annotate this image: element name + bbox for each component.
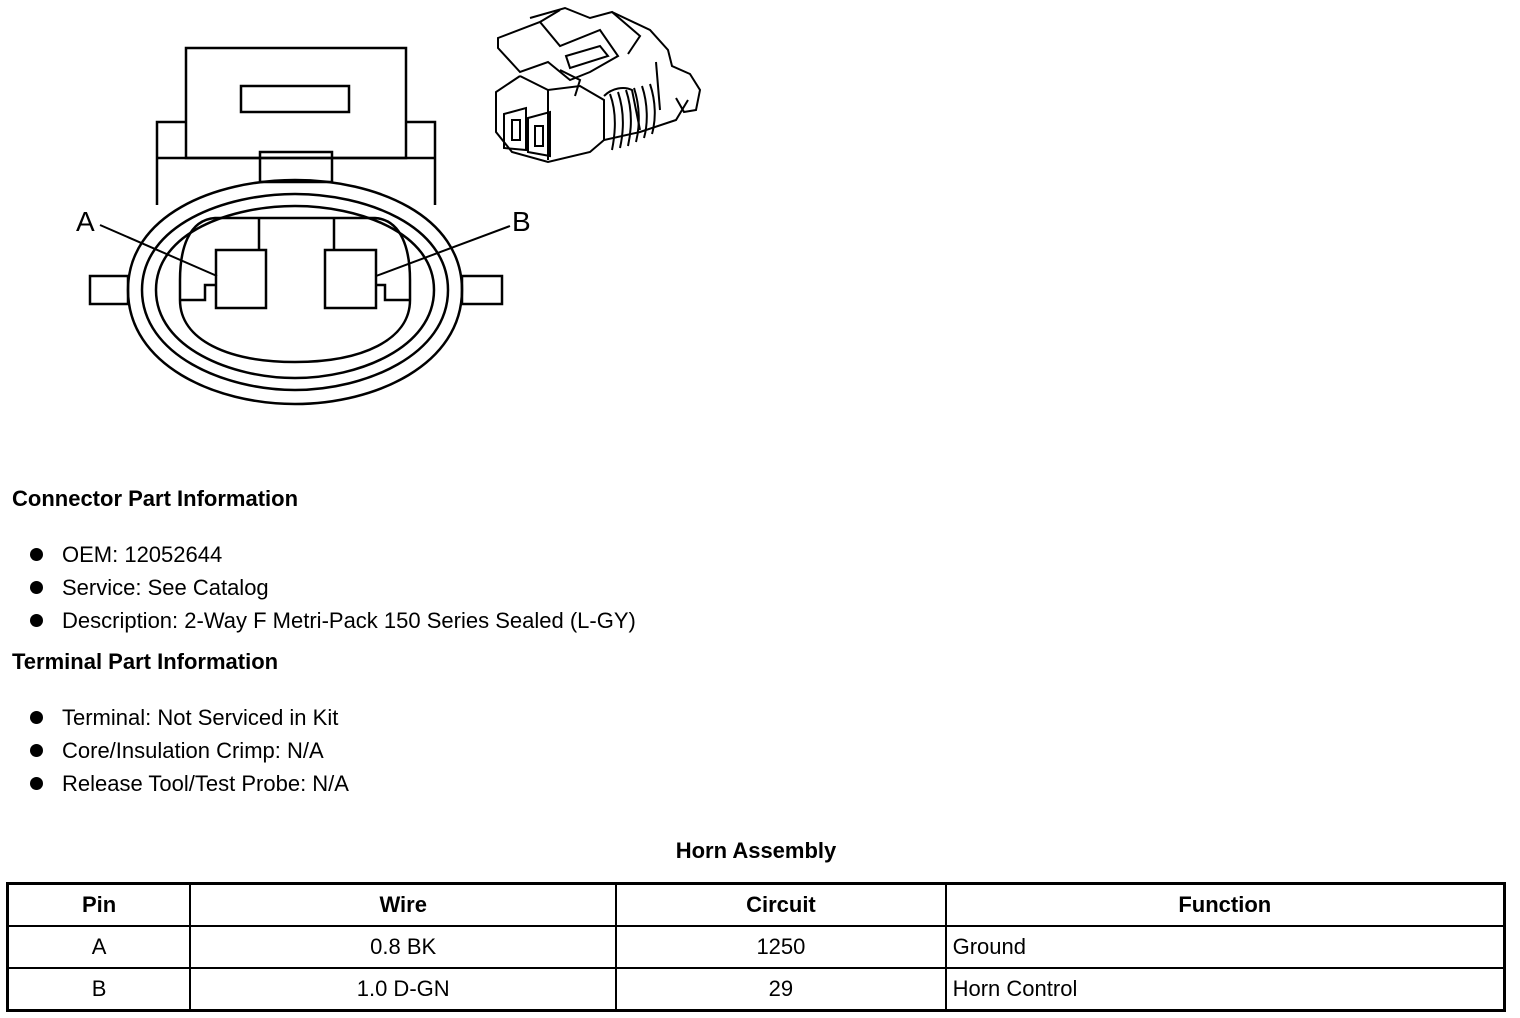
list-item: Service: See Catalog	[30, 571, 636, 604]
header-circuit: Circuit	[615, 882, 947, 927]
connector-latch-housing	[155, 46, 437, 205]
table-row: A 0.8 BK 1250 Ground	[6, 925, 1506, 969]
table-row: B 1.0 D-GN 29 Horn Control	[6, 967, 1506, 1012]
cell-circuit: 29	[615, 967, 947, 1012]
bullet-icon	[30, 581, 43, 594]
list-item: Core/Insulation Crimp: N/A	[30, 734, 349, 767]
connector-diagram: A B	[76, 6, 702, 406]
cell-function: Horn Control	[944, 967, 1506, 1012]
cell-wire: 1.0 D-GN	[189, 967, 618, 1012]
header-function: Function	[944, 882, 1506, 927]
cell-pin: B	[6, 967, 192, 1012]
pin-b-cavity	[323, 218, 378, 310]
connector-isometric-view	[495, 6, 702, 164]
list-item: Description: 2-Way F Metri-Pack 150 Seri…	[30, 604, 636, 637]
list-item: OEM: 12052644	[30, 538, 636, 571]
bullet-icon	[30, 711, 43, 724]
connector-info-list: OEM: 12052644 Service: See Catalog Descr…	[30, 538, 636, 637]
cell-wire: 0.8 BK	[189, 925, 618, 969]
connector-info-heading: Connector Part Information	[12, 486, 299, 511]
header-pin: Pin	[6, 882, 192, 927]
left-tab	[88, 274, 130, 306]
pin-a-leader	[99, 224, 218, 277]
pin-a-cavity	[214, 218, 268, 310]
bullet-icon	[30, 777, 43, 790]
cell-function: Ground	[944, 925, 1506, 969]
pin-a-label: A	[76, 206, 95, 237]
cell-circuit: 1250	[615, 925, 947, 969]
header-wire: Wire	[189, 882, 618, 927]
cell-pin: A	[6, 925, 192, 969]
table-title: Horn Assembly	[675, 838, 837, 863]
list-item: Terminal: Not Serviced in Kit	[30, 701, 349, 734]
bullet-icon	[30, 548, 43, 561]
bullet-icon	[30, 744, 43, 757]
pin-b-leader	[375, 225, 511, 277]
bullet-icon	[30, 614, 43, 627]
pin-b-label: B	[512, 206, 531, 237]
connector-face	[126, 178, 464, 406]
terminal-info-list: Terminal: Not Serviced in Kit Core/Insul…	[30, 701, 349, 800]
pinout-table: Pin Wire Circuit Function A 0.8 BK 1250 …	[6, 882, 1506, 1012]
right-tab	[460, 274, 504, 306]
terminal-info-heading: Terminal Part Information	[12, 649, 279, 674]
table-header-row: Pin Wire Circuit Function	[6, 882, 1506, 927]
list-item: Release Tool/Test Probe: N/A	[30, 767, 349, 800]
